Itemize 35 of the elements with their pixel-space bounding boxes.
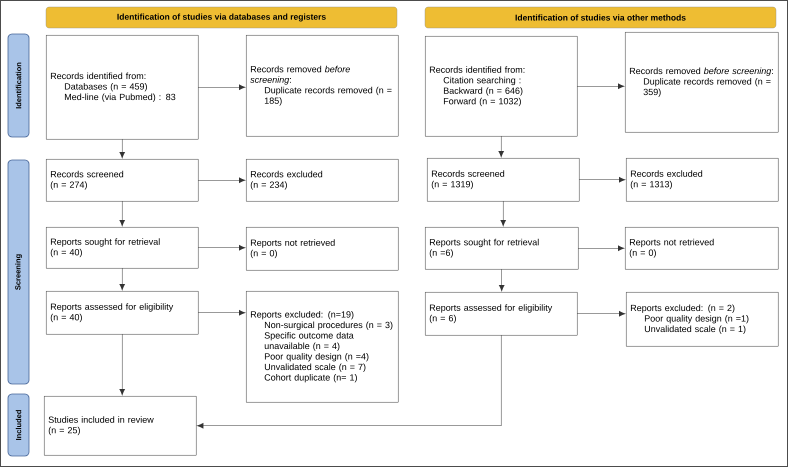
arrow xyxy=(119,139,125,158)
process-box: Records screened (n = 1319) xyxy=(427,158,580,202)
process-box: Records excluded (n = 1313) xyxy=(626,158,778,202)
arrow xyxy=(198,310,246,316)
arrow xyxy=(119,268,125,290)
section-header: Identification of studies via other methods xyxy=(424,6,776,28)
process-box: Reports assessed for eligibility (n = 6) xyxy=(425,292,578,336)
arrow xyxy=(198,244,246,250)
process-box: Reports excluded: (n=19) Non-surgical procedures (n = 3) Specific outcome data unavailable (n = 4) Poor quality design (n =4) Unvalidated scale (n = 7) Cohort duplicate (n= 1) xyxy=(246,291,398,402)
arrow xyxy=(579,176,626,182)
process-box: Studies included in review (n = 25) xyxy=(44,396,196,456)
section-header: Identification of studies via databases and registers xyxy=(46,6,398,28)
arrow xyxy=(119,334,125,396)
arrow xyxy=(578,245,624,251)
process-box: Reports excluded: (n = 2) Poor quality design (n =1) Unvalidated scale (n = 1) xyxy=(626,292,778,346)
arrow xyxy=(500,201,506,226)
process-box: Records screened (n = 274) xyxy=(46,159,198,202)
arrow xyxy=(577,310,626,316)
process-box: Reports sought for retrieval (n = 40) xyxy=(46,227,198,268)
arrow xyxy=(498,136,504,158)
arrow xyxy=(198,84,246,90)
process-box: Records removed before screening: Duplicate records removed (n = 185) xyxy=(246,35,398,136)
process-box: Reports sought for retrieval (n =6) xyxy=(425,227,578,270)
arrow xyxy=(119,201,125,226)
process-box: Records excluded (n = 234) xyxy=(246,159,398,202)
arrow xyxy=(577,83,624,89)
arrow xyxy=(197,335,502,428)
process-box: Reports not retrieved (n = 0) xyxy=(625,227,778,270)
arrow xyxy=(498,269,504,292)
process-box: Reports assessed for eligibility (n = 40) xyxy=(46,291,198,334)
process-box: Records identified from: Databases (n = 459) Med-line (via Pubmed) : 83 xyxy=(46,35,198,140)
process-box: Records identified from: Citation searching : Backward (n = 646) Forward (n = 1032) xyxy=(425,36,578,136)
process-box: Reports not retrieved (n = 0) xyxy=(246,227,398,270)
process-box: Records removed before screening: Duplicate records removed (n = 359) xyxy=(625,32,778,132)
arrow xyxy=(198,177,246,183)
